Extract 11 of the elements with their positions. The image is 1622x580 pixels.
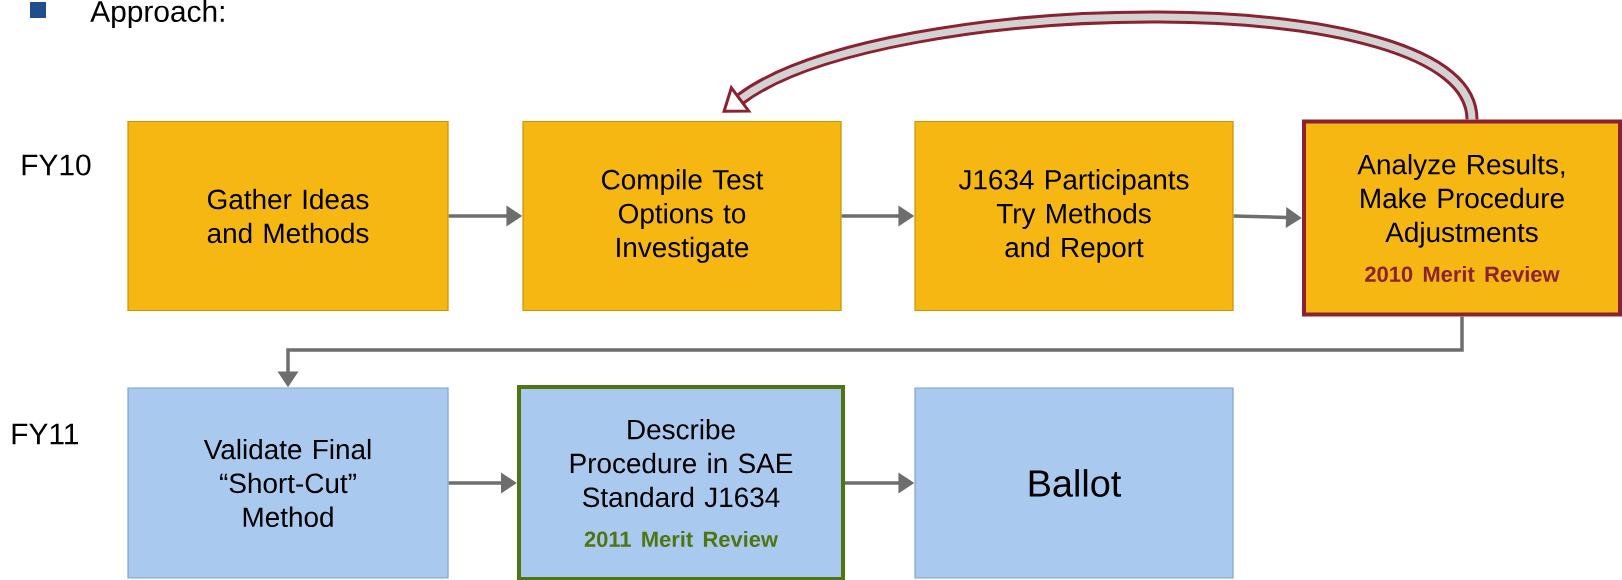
process-box: Ballot (914, 387, 1234, 579)
row-label: Approach: (90, 0, 224, 28)
curved-arrow (722, 10, 1479, 122)
merit-review-box: Describe Procedure in SAE Standard J1634 2011 Merit Review (517, 385, 845, 580)
process-box: Validate Final “Short-Cut” Method (127, 387, 449, 579)
process-box: J1634 Participants Try Methods and Report (914, 120, 1234, 312)
process-box: Compile Test Options to Investigate (522, 120, 842, 312)
row-label: FY10 (22, 154, 91, 176)
process-box: Gather Ideas and Methods (127, 120, 449, 312)
row-label: FY11 (12, 423, 78, 445)
merit-review-box: Analyze Results, Make Procedure Adjustments 2010 Merit Review (1302, 119, 1622, 317)
